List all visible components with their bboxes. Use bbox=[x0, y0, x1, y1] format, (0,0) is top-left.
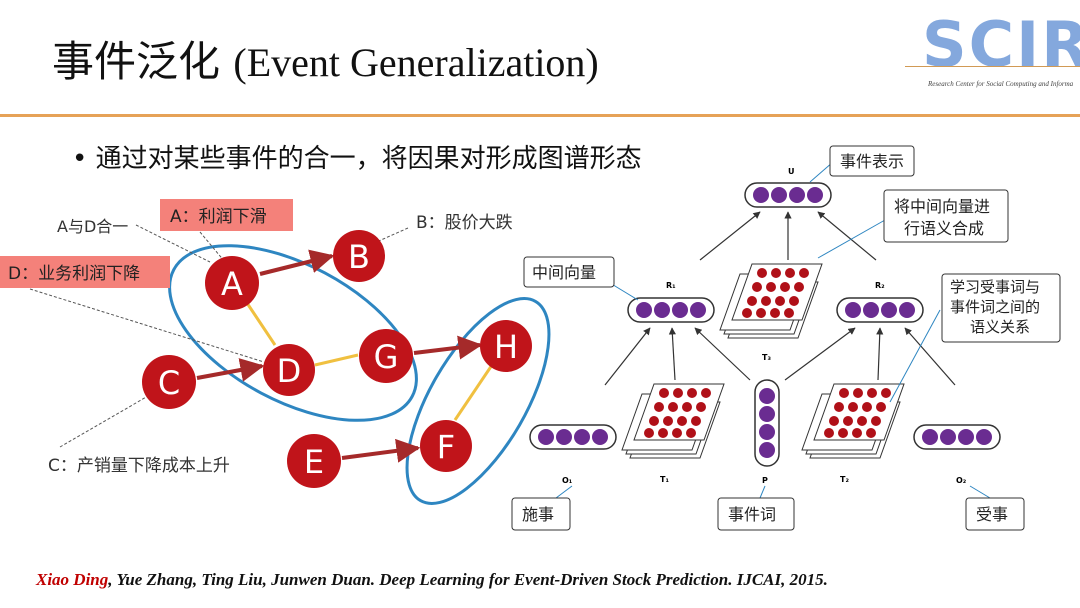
label-c: C：产销量下降成本上升 bbox=[48, 456, 230, 476]
svg-text:E: E bbox=[304, 443, 324, 481]
title-zh: 事件泛化 bbox=[52, 37, 221, 86]
title-en: (Event Generalization) bbox=[233, 40, 599, 85]
svg-text:D: D bbox=[277, 352, 302, 390]
arrow-o1-r1 bbox=[604, 327, 651, 386]
reference-first-author: Xiao Ding bbox=[36, 570, 109, 589]
callout-compose-box bbox=[883, 189, 1009, 243]
label-a: A：利润下滑 bbox=[170, 207, 267, 227]
event-graph: A B C D E F G H A：利润下滑 A与D合一 B：股价大跌 D：业务… bbox=[0, 199, 551, 505]
callout-agent: 施事 bbox=[522, 505, 554, 524]
arrow-r1-u bbox=[699, 211, 761, 261]
arrow-t1-r1 bbox=[668, 327, 676, 381]
leader-c bbox=[59, 395, 149, 448]
callout-line-learn bbox=[889, 309, 941, 403]
symbol-r2: R₂ bbox=[875, 281, 885, 290]
callout-middle: 中间向量 bbox=[532, 263, 596, 282]
arrow-g-h bbox=[413, 335, 483, 360]
arrow-a-b bbox=[259, 249, 335, 276]
callout-line-agent bbox=[555, 485, 573, 499]
callout-learn-box bbox=[941, 273, 1061, 343]
node-a: A bbox=[205, 256, 259, 310]
logo-subtitle: Research Center for Social Computing and… bbox=[928, 80, 1073, 88]
tensor-diagram: U R₁ R₂ O₁ O₂ P bbox=[511, 145, 1061, 531]
logo-divider bbox=[905, 66, 1080, 67]
svg-text:A: A bbox=[221, 265, 243, 303]
label-a-bg bbox=[160, 199, 293, 231]
svg-text:F: F bbox=[437, 428, 455, 466]
tensor-t2 bbox=[801, 383, 905, 459]
symbol-u: U bbox=[788, 167, 795, 176]
leader-d bbox=[29, 288, 265, 363]
callout-compose-line1: 将中间向量进 bbox=[894, 197, 990, 216]
arrow-p-r1 bbox=[694, 327, 751, 381]
svg-text:H: H bbox=[494, 328, 518, 366]
callout-line-middle bbox=[609, 282, 639, 301]
arrow-e-f bbox=[341, 438, 421, 463]
node-f: F bbox=[420, 420, 472, 472]
callout-learn-line1: 学习受事词与 bbox=[950, 278, 1040, 296]
merge-ellipse-ad bbox=[168, 244, 418, 422]
arrow-p-r2 bbox=[784, 327, 856, 381]
scir-logo: SCIR bbox=[922, 8, 1080, 81]
callout-middle-box bbox=[523, 256, 615, 288]
callout-learn-line3: 语义关系 bbox=[970, 318, 1030, 336]
vector-p bbox=[754, 379, 780, 467]
callout-patient-box bbox=[965, 497, 1025, 531]
merge-line-dg bbox=[314, 353, 359, 367]
arrow-r2-u bbox=[817, 211, 877, 261]
callout-patient: 受事 bbox=[976, 505, 1008, 524]
node-c: C bbox=[142, 355, 196, 409]
callout-event-word: 事件词 bbox=[728, 505, 776, 524]
node-b: B bbox=[333, 230, 385, 282]
arrow-t2-r2 bbox=[876, 327, 884, 381]
reference-citation: Xiao Ding, Yue Zhang, Ting Liu, Junwen D… bbox=[36, 570, 828, 590]
symbol-o2: O₂ bbox=[956, 476, 967, 485]
callout-event-repr-box bbox=[829, 145, 915, 177]
node-d: D bbox=[263, 344, 315, 396]
symbol-r1: R₁ bbox=[666, 281, 676, 290]
vector-o1 bbox=[529, 424, 617, 450]
vector-o2 bbox=[913, 424, 1001, 450]
node-h: H bbox=[480, 320, 532, 372]
svg-text:G: G bbox=[374, 338, 399, 376]
callout-event-repr: 事件表示 bbox=[840, 152, 904, 171]
merge-ellipse-hf bbox=[405, 297, 551, 505]
symbol-t3: T₃ bbox=[762, 353, 771, 362]
callout-learn-line2: 事件词之间的 bbox=[950, 298, 1040, 316]
reference-rest: , Yue Zhang, Ting Liu, Junwen Duan. Deep… bbox=[108, 570, 828, 589]
vector-r1 bbox=[627, 297, 715, 323]
symbol-t2: T₂ bbox=[840, 475, 849, 484]
symbol-o1: O₁ bbox=[562, 476, 573, 485]
callout-line-event-word bbox=[759, 485, 766, 499]
callout-line-event-repr bbox=[809, 161, 834, 183]
node-e: E bbox=[287, 434, 341, 488]
node-g: G bbox=[359, 329, 413, 383]
symbol-p: P bbox=[762, 476, 768, 485]
merge-line-hf bbox=[453, 364, 494, 421]
label-ad: A与D合一 bbox=[57, 217, 128, 236]
callout-agent-box bbox=[511, 497, 571, 531]
leader-a bbox=[199, 231, 226, 263]
arrow-c-d bbox=[196, 358, 265, 382]
header-divider bbox=[0, 114, 1080, 117]
callout-event-word-box bbox=[717, 497, 795, 531]
callout-line-compose bbox=[817, 219, 886, 259]
vector-r2 bbox=[836, 297, 924, 323]
leader-ad bbox=[135, 224, 211, 263]
callout-compose-line2: 行语义合成 bbox=[904, 219, 984, 238]
svg-text:B: B bbox=[348, 238, 370, 276]
merge-line-ad bbox=[243, 299, 277, 346]
symbol-t1: T₁ bbox=[660, 475, 669, 484]
vector-u bbox=[744, 182, 832, 208]
tensor-t1 bbox=[621, 383, 725, 459]
label-b: B：股价大跌 bbox=[416, 213, 513, 233]
label-d-bg bbox=[0, 256, 170, 288]
page-title: 事件泛化 (Event Generalization) bbox=[52, 28, 599, 89]
label-d: D：业务利润下降 bbox=[8, 264, 140, 284]
tensor-t3 bbox=[719, 263, 823, 339]
callout-line-patient bbox=[969, 485, 991, 499]
bullet-point: • 通过对某些事件的合一，将因果对形成图谱形态 bbox=[72, 144, 642, 174]
svg-text:C: C bbox=[158, 364, 180, 402]
arrow-o2-r2 bbox=[904, 327, 956, 386]
